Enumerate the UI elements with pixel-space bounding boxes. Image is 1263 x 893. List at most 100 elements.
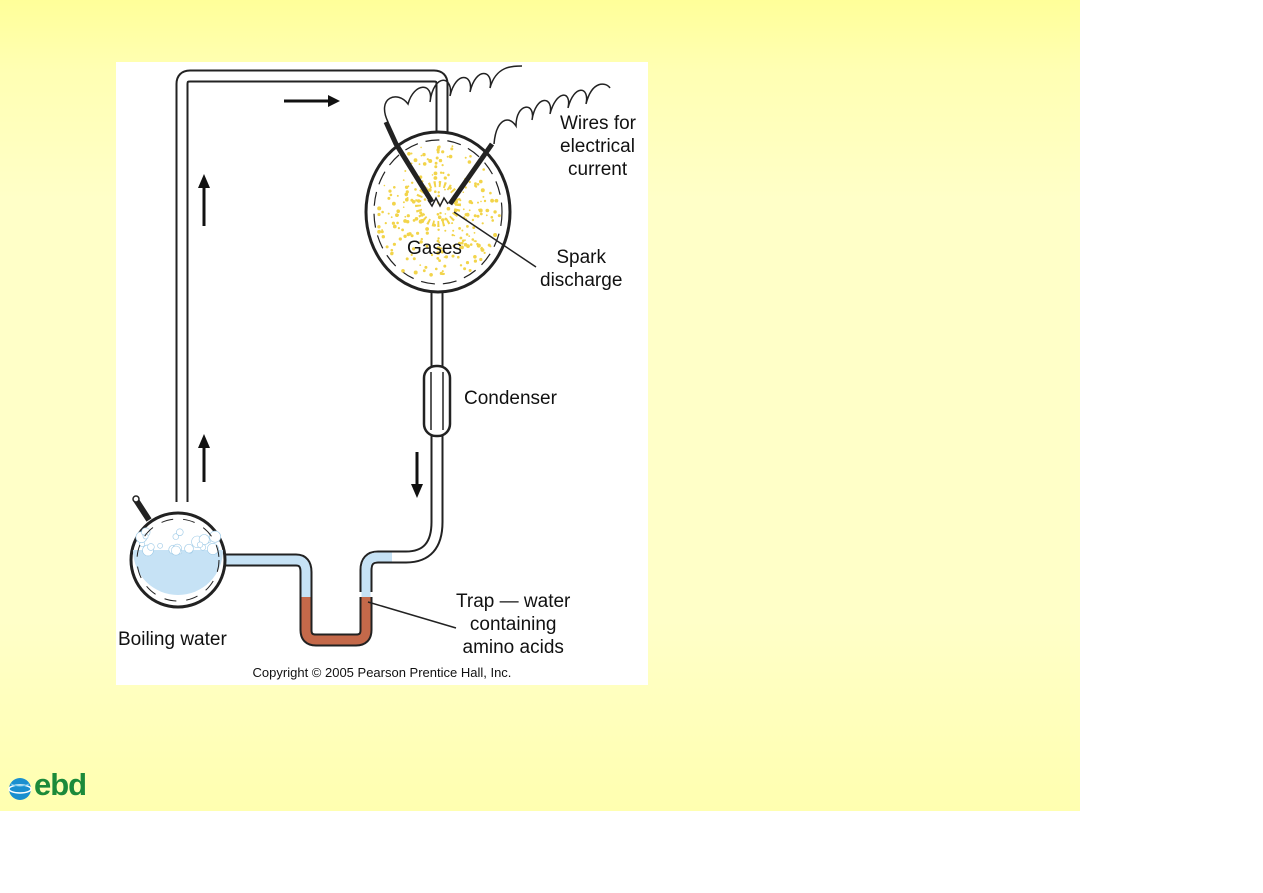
gas-particle <box>402 201 405 204</box>
gas-particle <box>465 233 469 236</box>
gas-particle <box>493 210 497 214</box>
gas-particle <box>403 234 407 238</box>
gas-particle <box>473 240 476 242</box>
gas-particle <box>406 232 411 237</box>
gas-particle <box>403 219 407 223</box>
condenser-label: Condenser <box>464 388 557 409</box>
gas-particle <box>385 245 389 249</box>
gas-particle <box>381 235 385 239</box>
gas-particle <box>497 214 501 218</box>
trap-u-tube <box>299 597 373 647</box>
gas-particle <box>414 188 417 191</box>
gas-particle <box>443 176 447 180</box>
gas-particle <box>452 229 455 232</box>
gas-particle <box>422 269 426 273</box>
gas-particle <box>426 158 429 161</box>
gas-particle <box>489 245 492 248</box>
gas-particle <box>420 237 423 241</box>
gas-particle <box>441 150 445 154</box>
gas-particle <box>396 194 399 197</box>
gas-particle <box>444 188 446 191</box>
gas-particle <box>391 221 395 225</box>
gas-flask <box>364 130 512 294</box>
gas-particle <box>392 224 397 229</box>
gas-particle <box>451 222 454 225</box>
gas-particle <box>377 206 382 211</box>
gas-particle <box>442 171 445 175</box>
spark-glow <box>415 181 461 227</box>
gas-particle <box>474 240 477 243</box>
gas-particle <box>404 215 407 218</box>
gas-particle <box>434 190 437 193</box>
gas-particle <box>390 251 394 256</box>
gas-particle <box>402 206 405 208</box>
gas-particle <box>483 199 487 203</box>
water-bubble <box>176 528 184 536</box>
gas-particle <box>401 228 404 232</box>
gas-particle <box>441 164 444 167</box>
gas-particle <box>479 179 483 184</box>
water-bubbles <box>135 527 221 557</box>
gas-particle <box>434 165 438 169</box>
flow-arrow-up-bottom <box>198 434 210 482</box>
gas-particle <box>458 227 461 230</box>
gas-particle <box>471 238 475 241</box>
gas-particle <box>381 229 383 231</box>
gas-particle <box>404 192 409 197</box>
gas-particle <box>463 267 467 271</box>
gas-particle <box>452 244 456 248</box>
gas-particle <box>430 253 434 257</box>
gas-particle <box>474 182 477 186</box>
gas-particle <box>437 215 442 220</box>
gas-particle <box>461 229 464 232</box>
gas-particle <box>377 212 381 217</box>
gas-particle <box>466 225 469 228</box>
gas-particle <box>443 256 446 258</box>
gas-particle <box>479 212 483 216</box>
gas-particle <box>437 194 441 198</box>
gas-particle <box>436 148 440 152</box>
gas-particle <box>464 239 466 242</box>
gas-particle <box>468 200 473 204</box>
gas-particle <box>468 235 471 238</box>
gas-particle <box>410 234 414 238</box>
gas-particle <box>482 168 486 171</box>
gas-particle <box>436 239 440 243</box>
gas-particle <box>418 163 421 166</box>
gas-particle <box>451 145 454 148</box>
gas-particle <box>469 155 472 158</box>
gas-particle <box>451 254 455 258</box>
gas-particle <box>405 257 409 261</box>
gas-particle <box>419 264 422 266</box>
gas-particle <box>402 179 405 181</box>
gas-particle <box>419 240 423 244</box>
gas-particle <box>428 159 433 163</box>
coiled-wire-left <box>383 65 523 123</box>
gas-particle <box>377 225 381 229</box>
gas-particle <box>404 170 407 172</box>
gas-particle <box>450 147 454 151</box>
gas-particle <box>459 264 463 267</box>
gas-particle <box>390 248 394 252</box>
gas-particle <box>465 212 470 217</box>
gas-particle <box>468 269 472 272</box>
gas-particle <box>425 227 429 231</box>
gas-particle <box>485 214 488 217</box>
gas-particle <box>396 209 401 213</box>
gas-particle <box>413 158 418 163</box>
gas-particle <box>487 209 490 212</box>
gas-particle <box>439 247 443 250</box>
gas-particle <box>490 215 494 219</box>
water-bubble <box>142 533 149 540</box>
water-bubble <box>172 533 179 540</box>
gas-particle <box>392 242 396 246</box>
gas-particle <box>463 242 468 247</box>
flow-arrow-right <box>284 95 340 107</box>
spark-leader-line <box>453 211 537 268</box>
gas-particle <box>384 222 387 225</box>
gas-particle <box>475 185 478 188</box>
gas-particle <box>389 193 393 197</box>
wires-label: Wires for electrical current <box>560 113 636 180</box>
gas-particle <box>490 198 494 203</box>
gas-particle <box>489 191 492 195</box>
